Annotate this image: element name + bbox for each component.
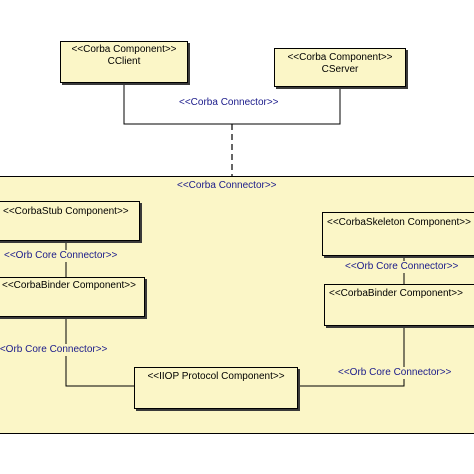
iiop-protocol-component[interactable]: <<IIOP Protocol Component>> <box>134 367 298 409</box>
orb-core-label-left-top: <<Orb Core Connector>> <box>4 250 118 262</box>
corbabinder-left-component[interactable]: <<CorbaBinder Component>> <box>0 277 145 317</box>
orb-core-label-right-bottom: <<Orb Core Connector>> <box>338 367 452 379</box>
corbabinder-right-component[interactable]: <<CorbaBinder Component>> <box>324 284 474 326</box>
corbaskeleton-stereotype: <<CorbaSkeleton Component>> <box>327 217 471 228</box>
cserver-stereotype: <<Corba Component>> <box>287 52 393 63</box>
corbastub-stereotype: <<CorbaStub Component>> <box>3 206 129 217</box>
iiop-protocol-stereotype: <<IIOP Protocol Component>> <box>147 371 285 382</box>
top-connector-label: <<Corba Connector>> <box>179 97 279 109</box>
orb-core-label-right-top: <<Orb Core Connector>> <box>345 261 459 273</box>
corbabinder-right-stereotype: <<CorbaBinder Component>> <box>329 288 463 299</box>
cclient-stereotype: <<Corba Component>> <box>71 44 177 55</box>
cclient-name: CClient <box>107 56 141 67</box>
binder-iiop-line <box>65 317 134 387</box>
corbaskeleton-component[interactable]: <<CorbaSkeleton Component>> <box>322 212 474 256</box>
container-title: <<Corba Connector>> <box>177 180 277 191</box>
binder-right-iiop-line <box>298 326 405 387</box>
cserver-component[interactable]: <<Corba Component>> CServer <box>274 48 406 87</box>
corbabinder-left-stereotype: <<CorbaBinder Component>> <box>2 280 136 291</box>
cserver-name: CServer <box>321 64 359 75</box>
corbastub-component[interactable]: <<CorbaStub Component>> <box>0 201 140 241</box>
cclient-component[interactable]: <<Corba Component>> CClient <box>60 41 188 83</box>
orb-core-label-left-bottom: <<Orb Core Connector>> <box>0 344 108 356</box>
